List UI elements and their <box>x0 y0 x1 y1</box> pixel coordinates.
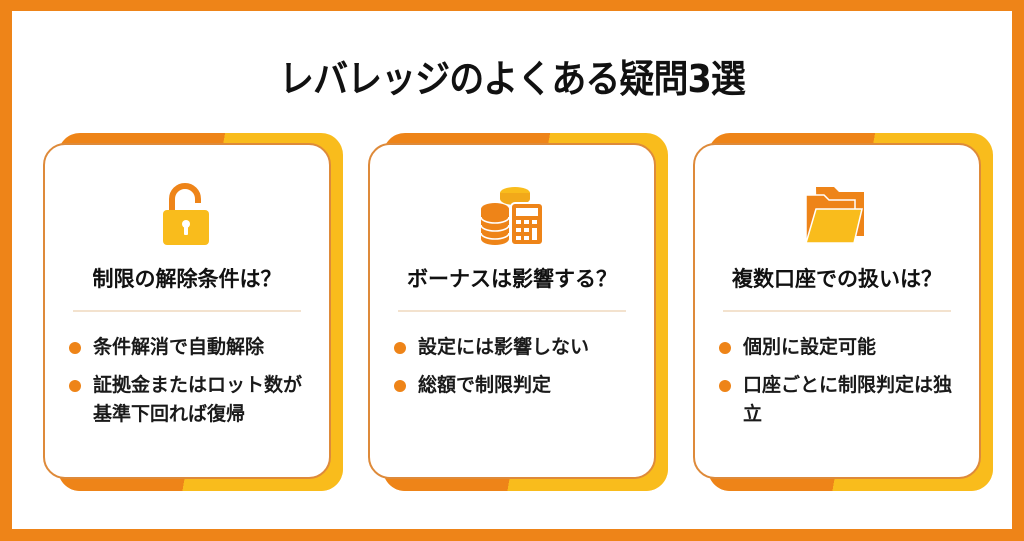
card-body: ボーナスは影響する？ 設定には影響しない 総額で制限判定 <box>368 143 656 479</box>
bullet-item: 総額で制限判定 <box>394 371 640 400</box>
card-body: 複数口座での扱いは？ 個別に設定可能 口座ごとに制限判定は独立 <box>693 143 981 479</box>
unlock-icon <box>163 183 209 245</box>
card-heading: 制限の解除条件は？ <box>92 267 282 291</box>
divider <box>73 310 301 312</box>
bullet-list: 個別に設定可能 口座ごとに制限判定は独立 <box>719 333 965 438</box>
bullet-list: 設定には影響しない 総額で制限判定 <box>394 333 640 409</box>
bullet-item: 条件解消で自動解除 <box>69 333 315 362</box>
card-heading: ボーナスは影響する？ <box>407 267 617 291</box>
folders-icon <box>804 187 864 244</box>
faq-card-multiple-accounts: 複数口座での扱いは？ 個別に設定可能 口座ごとに制限判定は独立 <box>693 133 993 491</box>
bullet-list: 条件解消で自動解除 証拠金またはロット数が基準下回れば復帰 <box>69 333 315 438</box>
card-body: 制限の解除条件は？ 条件解消で自動解除 証拠金またはロット数が基準下回れば復帰 <box>43 143 331 479</box>
bullet-item: 設定には影響しない <box>394 333 640 362</box>
faq-card-bonus: ボーナスは影響する？ 設定には影響しない 総額で制限判定 <box>368 133 668 491</box>
page-title: レバレッジのよくある疑問3選 <box>279 57 746 101</box>
bullet-dot-icon <box>394 342 406 354</box>
faq-card-unlock: 制限の解除条件は？ 条件解消で自動解除 証拠金またはロット数が基準下回れば復帰 <box>43 133 343 491</box>
divider <box>398 310 626 312</box>
bullet-item: 証拠金またはロット数が基準下回れば復帰 <box>69 371 315 429</box>
coins-calculator-icon <box>480 187 544 246</box>
bullet-dot-icon <box>719 380 731 392</box>
bullet-dot-icon <box>394 380 406 392</box>
bullet-dot-icon <box>719 342 731 354</box>
bullet-item: 口座ごとに制限判定は独立 <box>719 371 965 429</box>
bullet-dot-icon <box>69 380 81 392</box>
card-heading: 複数口座での扱いは？ <box>732 267 942 291</box>
bullet-dot-icon <box>69 342 81 354</box>
divider <box>723 310 951 312</box>
bullet-item: 個別に設定可能 <box>719 333 965 362</box>
